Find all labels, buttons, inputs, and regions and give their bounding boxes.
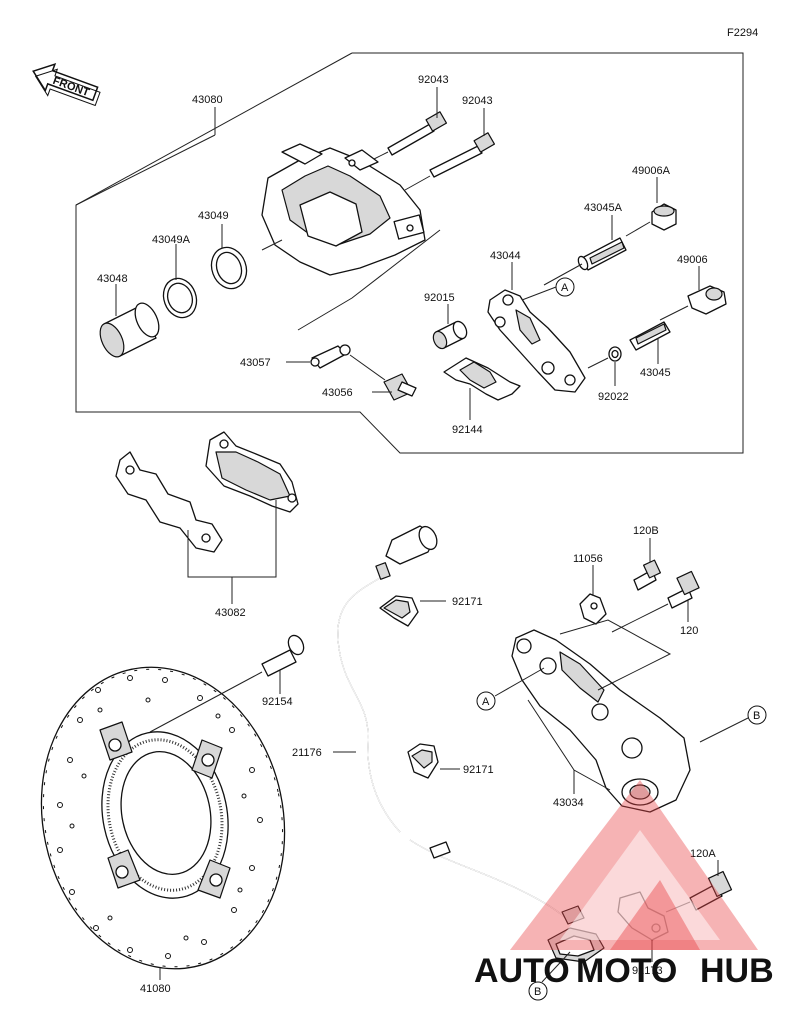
callout-a-lower: A: [476, 691, 496, 711]
bolt-92043-upper: [387, 111, 448, 156]
sensor-cable-21176: [337, 525, 585, 925]
bracket-43034: [511, 629, 691, 813]
pin-43045A: [577, 237, 627, 271]
front-arrow-icon: FRONT: [32, 62, 101, 107]
bleeder-43056: [383, 373, 417, 401]
leader-43080-box: [75, 134, 216, 206]
leader-49006-axis: [659, 305, 689, 321]
leader-piston-axis: [261, 239, 283, 251]
watermark-hub: HUB: [700, 952, 774, 990]
leader-bolt-axis-2: [404, 175, 431, 191]
label-43057: 43057: [240, 357, 271, 369]
label-43049A: 43049A: [152, 234, 191, 246]
label-92043-lower: 92043: [462, 95, 493, 107]
leader-43045A-axis: [543, 263, 583, 286]
label-43045A: 43045A: [584, 202, 623, 214]
leader-box-divider: [297, 229, 441, 331]
leader-bleed-axis: [349, 354, 386, 381]
bolt-92043-lower: [429, 132, 496, 178]
brake-pad-left: [115, 451, 223, 553]
leader-49006A-axis: [625, 221, 651, 237]
washer-92022: [608, 346, 622, 362]
pin-43045: [629, 321, 671, 351]
label-43080: 43080: [192, 94, 223, 106]
label-43034: 43034: [553, 797, 584, 809]
label-120: 120: [680, 625, 698, 637]
spring-92144: [443, 357, 521, 401]
label-92171-lower: 92171: [463, 764, 494, 776]
svg-text:A: A: [561, 282, 569, 294]
label-92154: 92154: [262, 696, 293, 708]
label-43045: 43045: [640, 367, 671, 379]
label-92171-upper: 92171: [452, 596, 483, 608]
svg-text:B: B: [534, 986, 541, 998]
leader-92154-axis: [149, 671, 263, 733]
label-43049: 43049: [198, 210, 229, 222]
label-92043-upper: 92043: [418, 74, 449, 86]
clamp-92171-upper: [379, 595, 419, 627]
leader-43034-b: [527, 699, 611, 791]
bracket-43044: [487, 289, 586, 393]
clamp-92171-lower: [407, 743, 439, 779]
label-43082: 43082: [215, 607, 246, 619]
bolt-92154: [261, 634, 305, 677]
leader-bolt-axis-1: [371, 151, 389, 161]
label-120A: 120A: [690, 848, 716, 860]
label-11056: 11056: [573, 553, 603, 565]
label-41080: 41080: [140, 983, 171, 995]
watermark-auto: AUTO: [474, 952, 570, 990]
label-43048: 43048: [97, 273, 128, 285]
brake-disc: [40, 666, 286, 970]
caliper-body: [261, 143, 426, 276]
pin-92015: [432, 320, 468, 350]
boot-49006A: [651, 203, 677, 231]
leader-a-lower: [494, 667, 545, 697]
leader-a-upper: [521, 286, 557, 301]
label-92015: 92015: [424, 292, 455, 304]
leader-b-lower: [541, 951, 571, 983]
label-21176: 21176: [292, 747, 322, 759]
seal-43049: [210, 246, 248, 290]
bolt-120A: [689, 870, 733, 911]
leader-120-axis: [611, 603, 669, 633]
bolt-120B: [633, 559, 661, 591]
callout-b-upper: B: [747, 705, 767, 725]
seal-43049A: [162, 277, 198, 319]
svg-text:A: A: [482, 696, 490, 708]
label-43056: 43056: [322, 387, 353, 399]
automotohub-watermark: AUTO MOTO HUB: [474, 780, 774, 990]
leader-plate-frame: [559, 619, 672, 691]
svg-text:B: B: [753, 710, 760, 722]
piston-43048: [99, 302, 160, 358]
label-49006: 49006: [677, 254, 708, 266]
watermark-moto: MOTO: [576, 952, 677, 990]
label-120B: 120B: [633, 525, 659, 537]
label-92022: 92022: [598, 391, 629, 403]
leader-92022-axis: [587, 357, 609, 369]
label-92144: 92144: [452, 424, 483, 436]
boot-49006: [687, 285, 727, 315]
clip-43057: [310, 344, 351, 369]
label-49006A: 49006A: [632, 165, 671, 177]
caliper-assembly-box: [75, 52, 744, 454]
brake-pad-right: [205, 431, 299, 513]
leader-b-upper: [699, 717, 749, 743]
callout-a-upper: A: [555, 277, 575, 297]
figure-id: F2294: [727, 27, 758, 39]
plate-11056: [579, 593, 607, 625]
label-43044: 43044: [490, 250, 521, 262]
bolt-120: [667, 570, 700, 609]
label-92173: 92173: [632, 965, 663, 977]
callout-b-lower: B: [528, 981, 548, 1001]
